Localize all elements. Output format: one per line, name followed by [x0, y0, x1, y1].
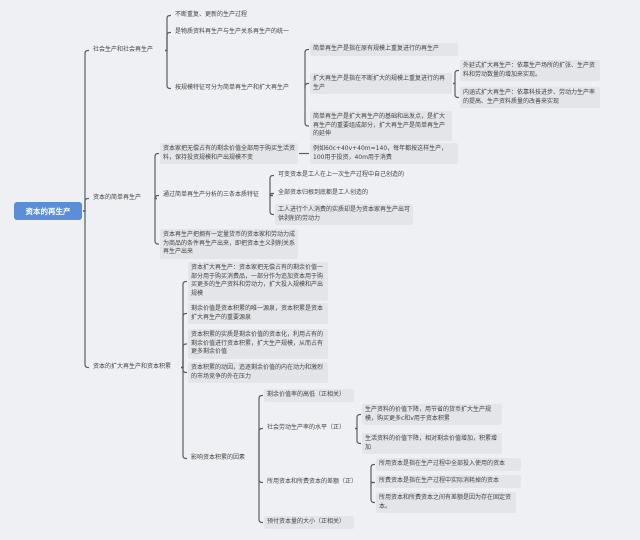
node[interactable]: 不断重复、更新的生产过程 — [175, 11, 248, 18]
connector-line — [258, 394, 263, 459]
node-accumulation-factors[interactable]: 影响资本积累的因素 — [191, 454, 246, 461]
node[interactable]: 扩大再生产是指在不断扩大的规模上重复进行的再生产 — [310, 73, 452, 95]
connector-line — [165, 14, 171, 52]
node[interactable]: 工人进行个人消费的实质却是为资本家再生产出可供剥削的劳动力 — [275, 204, 413, 226]
node[interactable]: 资本家把无偿占有的剩余价值全部用于购买生活资料，保持投资规模和产出规模不变 — [160, 143, 298, 165]
branch-expanded-reproduction[interactable]: 资本的扩大再生产和资本积累 — [93, 363, 172, 370]
connector-line — [154, 152, 159, 200]
node[interactable]: 简单再生产是指在原有规模上重复进行的再生产 — [310, 43, 458, 56]
connector-line — [370, 481, 375, 504]
connector-line — [83, 197, 89, 212]
connector-line — [304, 88, 309, 127]
connector-line — [370, 463, 375, 484]
connector-line — [304, 48, 309, 89]
connector-line — [83, 49, 89, 212]
node[interactable]: 可变资本是工人在上一次生产过程中自己创造的 — [278, 171, 405, 178]
node[interactable]: 剩余价值率的高低（正相关） — [264, 389, 354, 402]
node[interactable]: 生活资料的价值下降，相对剩余价值增加，积累增加 — [362, 433, 502, 455]
connector-line — [304, 82, 309, 89]
connector-line — [181, 366, 187, 460]
node[interactable]: 资本再生产把拥有一定量货币的资本家和劳动力成为商品的条件再生产出来，即把资本主义… — [160, 229, 298, 260]
node[interactable]: 通过简单再生产分析的三条本质特征 — [163, 191, 260, 198]
node[interactable]: 所用资本和所费资本的差额（正） — [267, 478, 358, 485]
node[interactable]: 所用资本是指在生产过程中全部投入使用的资本 — [376, 458, 521, 471]
connector-line — [83, 210, 89, 369]
node[interactable]: 资本扩大再生产：资本家把无偿占有的剩余价值一部分用于购买消费品，一部分作为追加资… — [188, 262, 328, 301]
branch-simple-reproduction[interactable]: 资本的简单再生产 — [93, 194, 142, 201]
connector-line — [181, 280, 187, 369]
node[interactable]: 内涵式扩大再生产：依靠科技进步、劳动力生产率的提高、生产资料质量的改善来实现 — [460, 87, 600, 109]
connector-line — [165, 31, 171, 52]
node[interactable]: 预付资本量的大小（正相关） — [264, 516, 354, 529]
node[interactable]: 是物质资料再生产与生产关系再生产的统一 — [175, 28, 290, 35]
node[interactable]: 按规模特征可分为简单再生产和扩大再生产 — [175, 84, 290, 91]
connector-line — [165, 49, 171, 90]
node[interactable]: 简单再生产是扩大再生产的基础和出发点，是扩大再生产的重要组成部分，扩大再生产是简… — [310, 111, 452, 142]
node[interactable]: 社会劳动生产率的水平（正） — [267, 424, 346, 431]
connector-line — [453, 69, 459, 85]
connector-line — [181, 366, 187, 374]
node[interactable]: 外延式扩大再生产：依靠生产场所的扩张、生产资料和劳动数量的增加来实现。 — [460, 60, 600, 82]
node[interactable]: 资本积累的实质是剩余价值的资本化，利用占有的剩余价值进行资本积累，扩大生产规模，… — [188, 329, 328, 360]
node[interactable]: 所用资本和所费资本之间有差额是因为存在固定资本。 — [376, 492, 516, 514]
connector-line — [181, 343, 187, 369]
connector-line — [269, 194, 274, 216]
node[interactable]: 全部资本归根到底都是工人创造的 — [278, 189, 369, 196]
node[interactable]: 资本积累的动因，追逐剩余价值的内在动力和激烈的市场竞争的外在压力 — [188, 362, 328, 384]
connector-line — [269, 174, 274, 197]
root-node[interactable]: 资本的再生产 — [14, 202, 82, 220]
node[interactable]: 生产资料的价值下降，用节省的货币扩大生产规模，购买更多c和v用于资本积累 — [362, 404, 502, 426]
node[interactable]: 所费资本是指在生产过程中实际消耗掉的资本 — [376, 475, 521, 488]
connector-line — [258, 427, 263, 459]
connector-line — [453, 82, 459, 99]
node[interactable]: 例如60c+40v+40m=140，每年都按这样生产，100用于投资，40m用于… — [310, 143, 458, 165]
node[interactable]: 剩余价值是资本积累的唯一源泉，资本积累是资本扩大再生产的重要源泉 — [188, 303, 328, 325]
connector-line — [355, 427, 361, 445]
connector-line — [181, 312, 187, 369]
connector-line — [154, 197, 159, 245]
connector-line — [355, 413, 361, 430]
branch-social-reproduction[interactable]: 社会生产和社会再生产 — [93, 46, 154, 53]
connector-line — [258, 458, 263, 524]
